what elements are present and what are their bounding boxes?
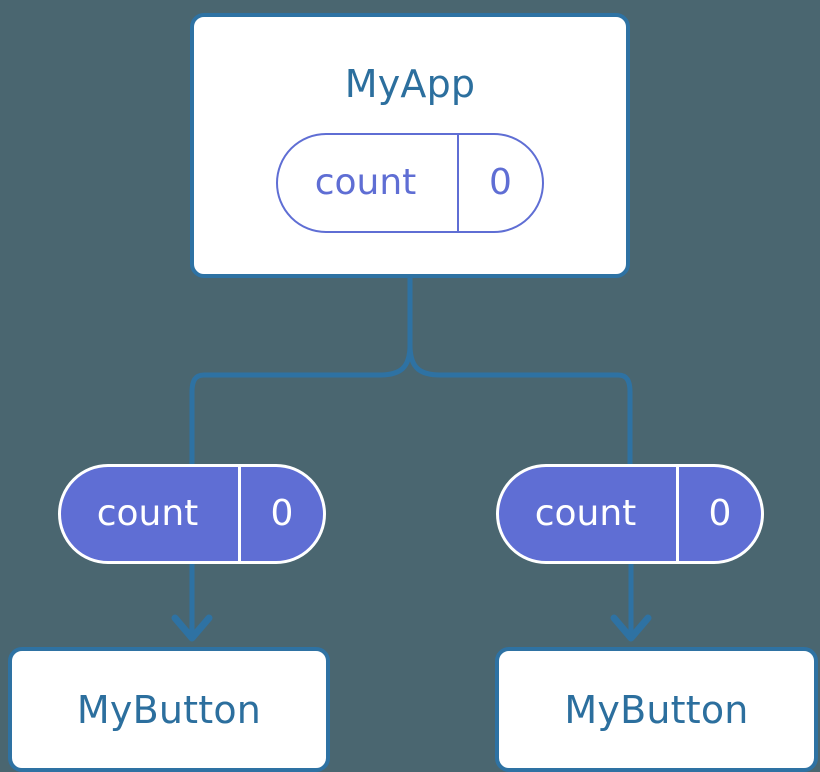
- arrow-down-left-head: [171, 614, 213, 642]
- props-pill-left[interactable]: count 0: [58, 464, 326, 564]
- state-pill-count[interactable]: count 0: [276, 133, 544, 233]
- fork-left-branch: [189, 344, 413, 464]
- props-pill-right[interactable]: count 0: [496, 464, 764, 564]
- component-card-mybutton-left[interactable]: MyButton: [8, 647, 330, 772]
- state-pill-value: 0: [489, 162, 512, 203]
- fork-right-branch: [407, 344, 633, 464]
- props-pill-right-value: 0: [708, 493, 732, 534]
- props-pill-right-key: count: [499, 467, 679, 561]
- component-card-mybutton-right[interactable]: MyButton: [495, 647, 818, 772]
- arrow-down-right-head: [610, 614, 652, 642]
- component-title-mybutton-left: MyButton: [76, 687, 262, 732]
- props-pill-left-key: count: [61, 467, 241, 561]
- props-pill-left-value: 0: [270, 493, 294, 534]
- state-pill-key: count: [278, 135, 459, 231]
- component-card-myapp[interactable]: MyApp count 0: [190, 13, 630, 278]
- component-title-myapp: MyApp: [344, 62, 476, 106]
- component-title-mybutton-right: MyButton: [564, 687, 749, 732]
